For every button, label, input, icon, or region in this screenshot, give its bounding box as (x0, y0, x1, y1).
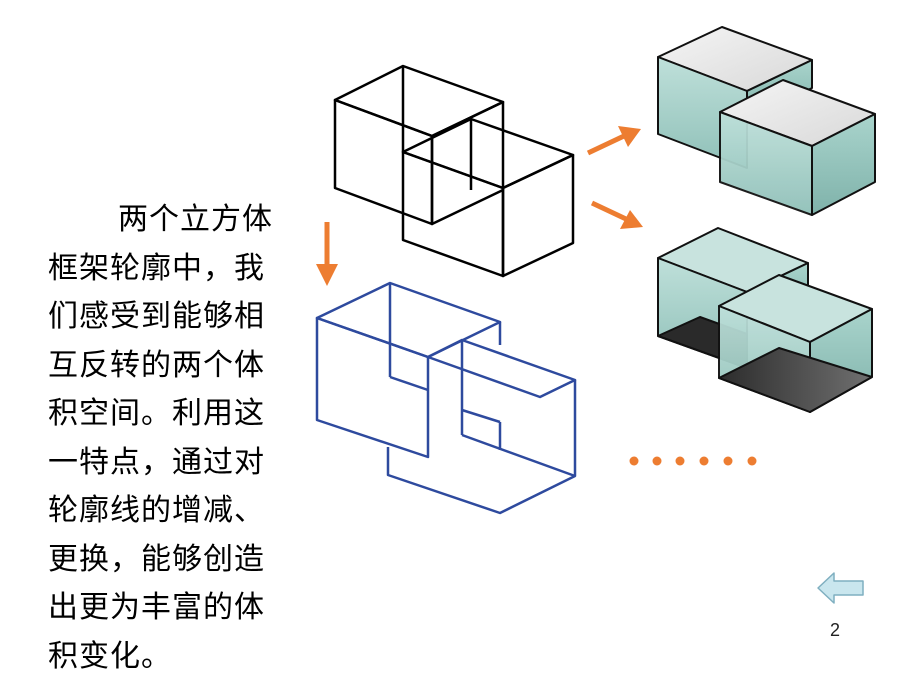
glass-cubes-top (658, 27, 875, 215)
left-arrow-icon (816, 570, 866, 606)
back-button[interactable] (816, 570, 866, 606)
wireframe-cubes-black (335, 66, 573, 276)
arrow-down-right-icon (592, 203, 643, 229)
arrows (316, 126, 643, 286)
glass-cubes-bottom (658, 228, 872, 412)
arrow-down-icon (316, 222, 338, 286)
page-number: 2 (830, 620, 840, 641)
wireframe-reversed-blue (317, 283, 575, 513)
ellipsis-dots (630, 457, 757, 466)
arrow-up-right-icon (588, 126, 641, 153)
